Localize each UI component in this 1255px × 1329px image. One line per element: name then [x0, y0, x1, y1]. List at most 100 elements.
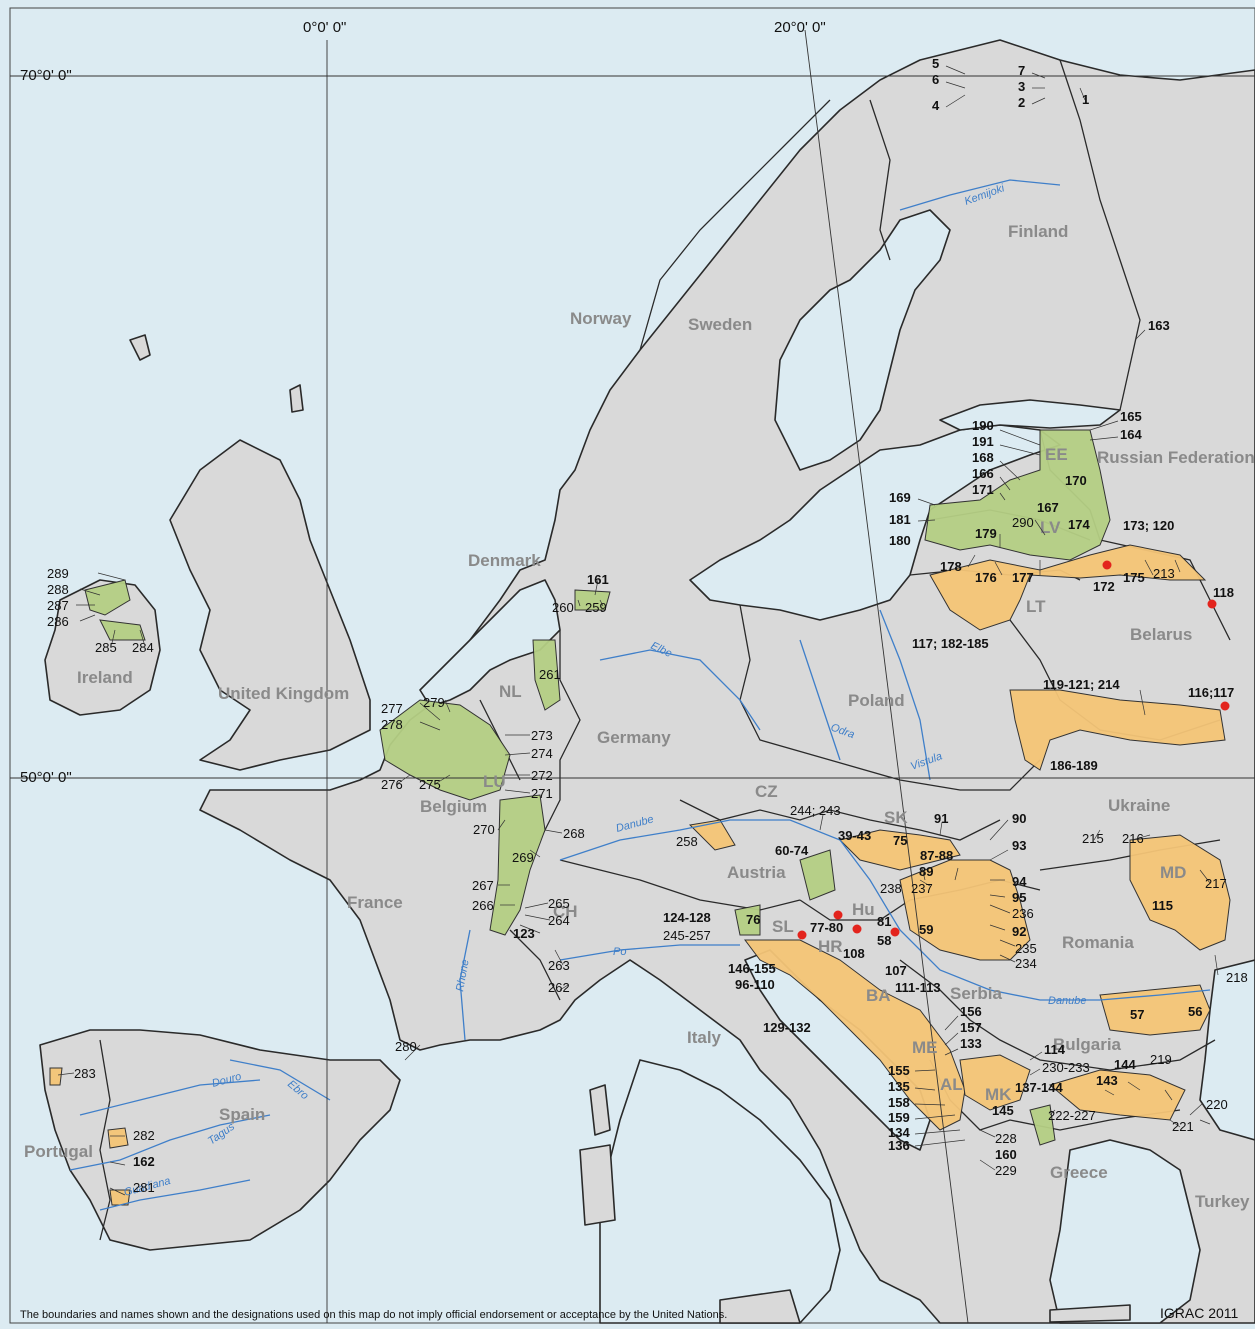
aquifer-label-237: 237 [911, 881, 933, 896]
country-me: ME [912, 1038, 938, 1057]
credit-text: IGRAC 2011 [1160, 1305, 1239, 1321]
aquifer-label-286: 286 [47, 614, 69, 629]
country-ee: EE [1045, 445, 1068, 464]
aquifer-area-hungary-romania [899, 859, 1031, 961]
country-ba: BA [866, 986, 891, 1005]
aquifer-label-274: 274 [531, 746, 553, 761]
aquifer-label-238: 238 [880, 881, 902, 896]
aquifer-area-austria [799, 849, 836, 901]
aquifer-area-slovakia-hungary [839, 829, 961, 871]
aquifer-label-230-233: 230-233 [1042, 1060, 1090, 1075]
aquifer-label-107: 107 [885, 963, 907, 978]
aquifer-label-160: 160 [995, 1147, 1017, 1162]
aquifer-label-157: 157 [960, 1020, 982, 1035]
aquifer-area-balkans [959, 1054, 1031, 1111]
aquifer-area-lithuania-belarus [929, 544, 1207, 631]
aquifer-area-portugal-spain [107, 1127, 129, 1149]
country-greece: Greece [1050, 1163, 1108, 1182]
marker-77-80 [833, 910, 843, 920]
aquifer-label-234: 234 [1015, 956, 1037, 971]
aquifer-label-108: 108 [843, 946, 865, 961]
land-sardinia [579, 1144, 616, 1226]
country-belarus: Belarus [1130, 625, 1192, 644]
aquifer-label-137-144: 137-144 [1015, 1080, 1063, 1095]
river-guadiana [99, 1179, 251, 1211]
aquifer-label-165: 165 [1120, 409, 1142, 424]
aquifer-label-5: 5 [932, 56, 939, 71]
land-ireland [44, 579, 161, 716]
aquifer-area-moldova [1129, 834, 1231, 951]
aquifer-label-275: 275 [419, 777, 441, 792]
aquifer-label-174: 174 [1068, 517, 1090, 532]
river-label-rhone: Rhone [454, 959, 471, 993]
leader-lines [57, 65, 1219, 1196]
aquifer-label-285: 285 [95, 640, 117, 655]
aquifer-area-ireland-2 [99, 619, 146, 641]
aquifer-label-163: 163 [1148, 318, 1170, 333]
aquifer-label-57: 57 [1130, 1007, 1144, 1022]
aquifer-label-164: 164 [1120, 427, 1142, 442]
aquifer-label-260: 260 [552, 600, 574, 615]
river-ebro [229, 1059, 331, 1101]
aquifer-label-272: 272 [531, 768, 553, 783]
country-ireland: Ireland [77, 668, 133, 687]
aquifer-label-39-43: 39-43 [838, 828, 871, 843]
aquifer-label-145: 145 [992, 1103, 1014, 1118]
aquifer-label-218: 218 [1226, 970, 1248, 985]
aquifer-label-129-132: 129-132 [763, 1020, 811, 1035]
aquifer-label-290: 290 [1012, 515, 1034, 530]
aquifer-label-288: 288 [47, 582, 69, 597]
aquifer-label-173-120: 173; 120 [1123, 518, 1174, 533]
country-labels: Norway Sweden Finland Russian Federation… [24, 222, 1255, 1211]
aquifer-area-portugal-spain-2 [109, 1189, 131, 1206]
aquifer-label-81: 81 [877, 914, 891, 929]
aquifer-label-136: 136 [888, 1138, 910, 1153]
aquifer-label-114: 114 [1044, 1042, 1066, 1057]
aquifer-label-261: 261 [539, 667, 561, 682]
country-belgium: Belgium [420, 797, 487, 816]
aquifer-label-144b: 144 [1114, 1057, 1136, 1072]
aquifer-area-slovenia [734, 904, 761, 936]
aquifer-label-191: 191 [972, 434, 994, 449]
country-bulgaria: Bulgaria [1053, 1035, 1122, 1054]
country-uk: United Kingdom [218, 684, 349, 703]
aquifer-label-6: 6 [932, 72, 939, 87]
aquifer-label-284: 284 [132, 640, 154, 655]
aquifer-label-281: 281 [133, 1180, 155, 1195]
aquifers-orange [49, 544, 1231, 1206]
aquifer-label-278: 278 [381, 717, 403, 732]
aquifer-label-213: 213 [1153, 566, 1175, 581]
aquifer-label-118: 118 [1213, 585, 1234, 600]
aquifer-label-268: 268 [563, 826, 585, 841]
country-sl: SL [772, 917, 794, 936]
aquifer-label-258: 258 [676, 834, 698, 849]
aquifer-label-289: 289 [47, 566, 69, 581]
aquifer-label-117-182: 117; 182-185 [912, 636, 989, 651]
aquifer-label-282: 282 [133, 1128, 155, 1143]
aquifer-label-115: 115 [1152, 898, 1173, 913]
river-elbe [599, 649, 761, 731]
aquifer-label-155: 155 [888, 1063, 910, 1078]
aquifer-area-denmark [574, 589, 611, 611]
aquifer-label-168: 168 [972, 450, 994, 465]
aquifer-label-216: 216 [1122, 831, 1144, 846]
country-turkey: Turkey [1195, 1192, 1250, 1211]
graticule [10, 29, 1255, 1324]
aquifer-label-271: 271 [531, 786, 553, 801]
land-crete [1049, 1304, 1131, 1323]
river-label-po: Po [613, 946, 626, 958]
aquifer-label-93: 93 [1012, 838, 1026, 853]
land-masses [39, 39, 1255, 1324]
aquifer-label-277: 277 [381, 701, 403, 716]
aquifer-label-265: 265 [548, 896, 570, 911]
country-austria: Austria [727, 863, 786, 882]
aquifer-label-217: 217 [1205, 876, 1227, 891]
aquifer-label-124-128: 124-128 [663, 910, 711, 925]
land-sicily [719, 1289, 801, 1324]
river-rhone [459, 929, 471, 1041]
aquifer-label-269: 269 [512, 850, 534, 865]
aquifer-label-96-110: 96-110 [735, 977, 775, 992]
aquifer-area-greece [1029, 1104, 1056, 1146]
country-finland: Finland [1008, 222, 1068, 241]
